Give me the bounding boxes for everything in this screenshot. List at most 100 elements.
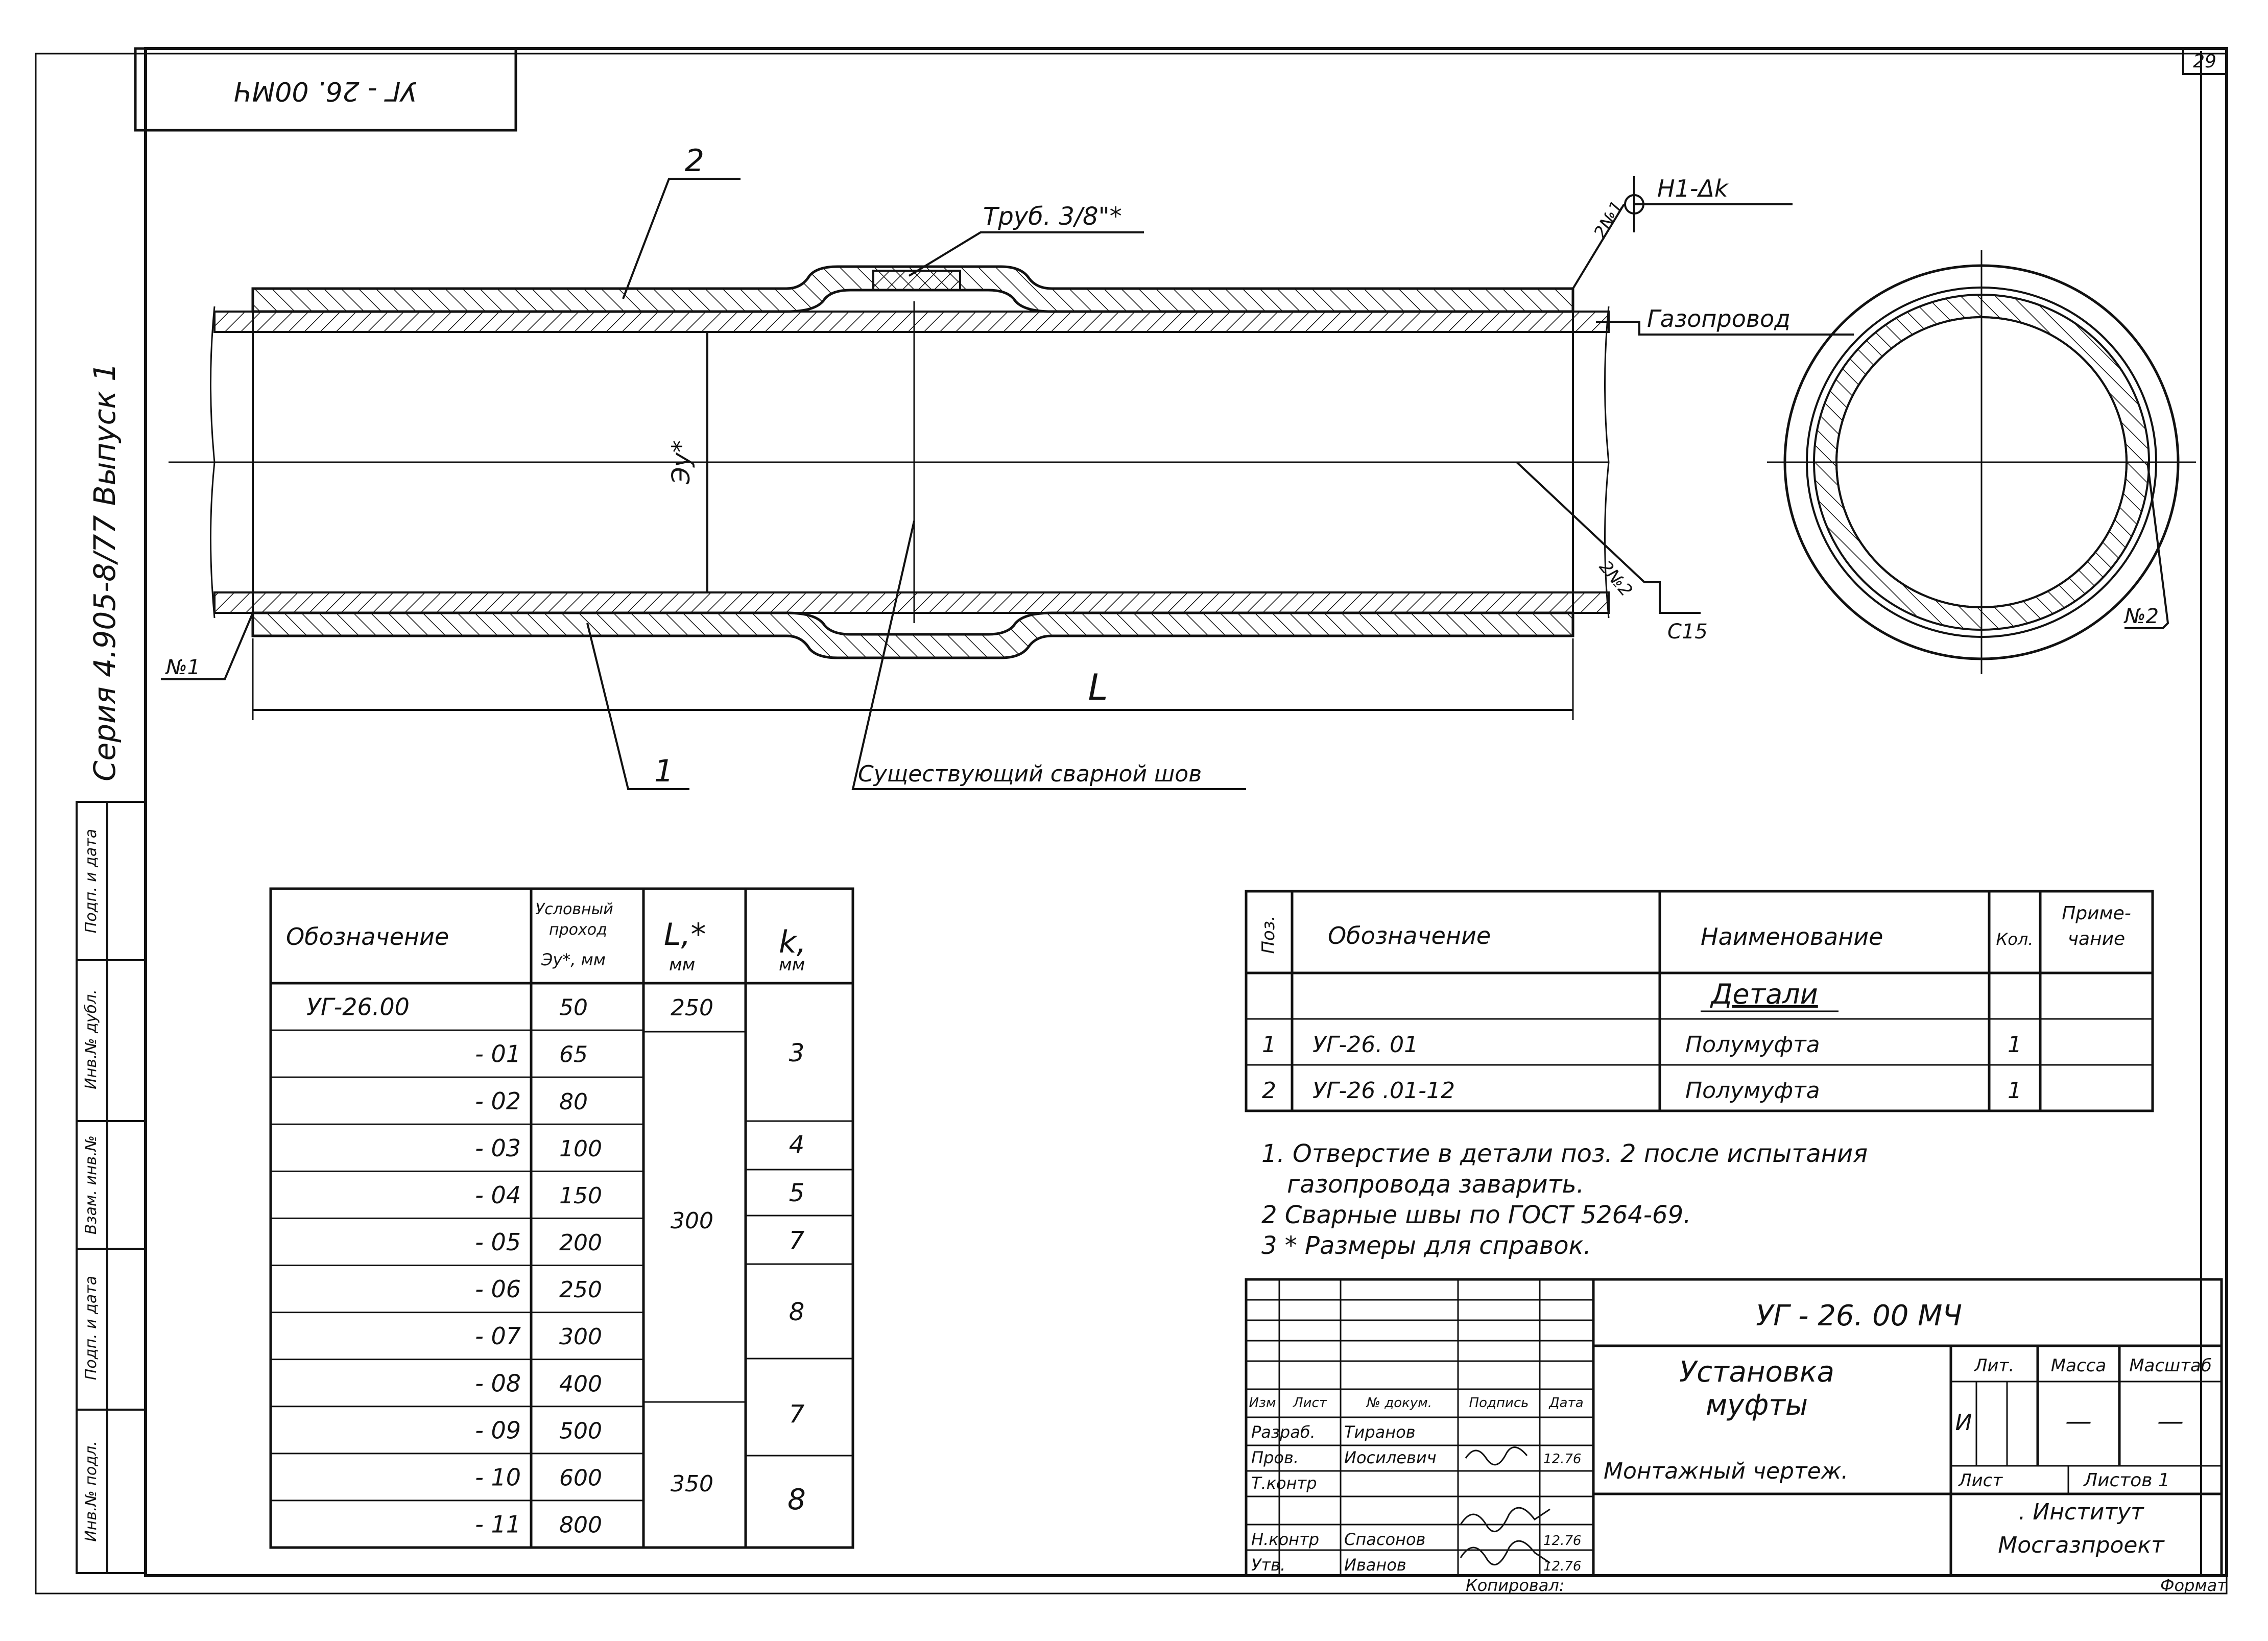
k-group-7: 8 xyxy=(787,1483,806,1516)
sizes-header-bore-3: Эу*, мм xyxy=(541,950,606,969)
title-block-role: Пров. xyxy=(1251,1448,1299,1467)
spec-header-pos: Поз. xyxy=(1258,915,1279,954)
section-mark-2: №2 xyxy=(2123,605,2159,628)
sizes-header-bore-2: проход xyxy=(549,921,607,939)
note-2: 2 Сварные швы по ГОСТ 5264-69. xyxy=(1261,1201,1691,1229)
note-3: 3 * Размеры для справок. xyxy=(1261,1231,1591,1260)
sizes-table xyxy=(269,887,854,1549)
title-block-role: Разраб. xyxy=(1251,1422,1316,1442)
sizes-row-designation: УГ-26.00 xyxy=(306,993,410,1021)
pos-label-1: 1 xyxy=(654,753,674,789)
sizes-header-bore-1: Условный xyxy=(535,900,613,918)
spec-header-note-2: чание xyxy=(2068,929,2125,949)
sheets-label: Листов 1 xyxy=(2083,1470,2170,1491)
L-group-3: 350 xyxy=(671,1471,713,1497)
spec-header-name: Наименование xyxy=(1701,923,1883,950)
sizes-row-designation: - 02 xyxy=(475,1087,521,1115)
page-number-box xyxy=(2182,47,2228,75)
sizes-row-bore: 100 xyxy=(559,1136,602,1162)
spec-header-note-1: Приме- xyxy=(2062,903,2131,924)
sizes-row-bore: 65 xyxy=(559,1042,588,1068)
scale-header: Масштаб xyxy=(2129,1355,2212,1376)
side-box-sign1: Подп. и дата xyxy=(82,1276,100,1380)
side-box-sign2: Подп. и дата xyxy=(82,829,100,933)
sizes-header-designation: Обозначение xyxy=(286,923,449,950)
title-line-1: Установка xyxy=(1679,1355,1834,1389)
length-label: L xyxy=(1088,667,1108,708)
sizes-row-designation: - 07 xyxy=(475,1322,521,1350)
sizes-row-designation: - 09 xyxy=(475,1416,521,1444)
sizes-row-bore: 500 xyxy=(559,1418,602,1444)
coupling-half-bottom xyxy=(251,611,1574,659)
fitting-tube xyxy=(872,270,961,291)
sizes-row-bore: 80 xyxy=(559,1089,588,1115)
spec-row1-qty: 1 xyxy=(2008,1032,2022,1058)
sizes-row-designation: - 06 xyxy=(475,1275,521,1303)
mass-value: — xyxy=(2065,1406,2092,1437)
diameter-label: Эу* xyxy=(667,440,696,485)
sizes-row-designation: - 01 xyxy=(475,1040,521,1068)
section-mark-1: №1 xyxy=(165,656,200,679)
pipe-wall-bottom xyxy=(213,591,1610,614)
title-block xyxy=(1245,1278,2223,1577)
spec-header-qty: Кол. xyxy=(1996,930,2034,949)
tb-col-izm: Изм xyxy=(1249,1395,1276,1411)
title-block-name: Иванов xyxy=(1344,1555,1406,1575)
sizes-row-designation: - 11 xyxy=(475,1511,521,1538)
top-stamp-code: УГ - 26. 00МЧ xyxy=(234,76,417,106)
footer-format: Формат xyxy=(2160,1576,2227,1595)
sizes-header-k: k, xyxy=(779,924,806,960)
sizes-row-designation: - 10 xyxy=(475,1463,521,1491)
cross-section xyxy=(1767,250,2196,674)
spec-row1-name: Полумуфта xyxy=(1685,1032,1820,1058)
sizes-row-bore: 250 xyxy=(559,1277,602,1303)
sizes-row-designation: - 05 xyxy=(475,1228,521,1256)
spec-row2-des: УГ-26 .01-12 xyxy=(1312,1078,1455,1104)
k-group-6: 7 xyxy=(789,1400,805,1429)
tb-col-date: Дата xyxy=(1548,1395,1583,1411)
title-block-date: 12.76 xyxy=(1543,1559,1581,1574)
side-stamp xyxy=(76,801,147,1574)
sizes-header-L: L,* xyxy=(664,917,706,953)
tb-col-sign: Подпись xyxy=(1469,1395,1529,1411)
leaders xyxy=(163,178,1854,790)
sizes-row-bore: 150 xyxy=(559,1183,602,1209)
sheet-frame xyxy=(35,47,2228,1595)
tb-col-doc: № докум. xyxy=(1366,1395,1432,1411)
spec-section-title: Детали xyxy=(1710,978,1818,1010)
spec-row2-pos: 2 xyxy=(1262,1078,1276,1104)
pipe-wall-top xyxy=(213,311,1610,333)
org-line-2: Мосгазпроект xyxy=(1998,1532,2165,1558)
L-group-1: 250 xyxy=(671,995,713,1021)
existing-weld-label: Существующий сварной шов xyxy=(858,761,1202,787)
sheet-label: Лист xyxy=(1957,1470,2003,1491)
title-block-role: Н.контр xyxy=(1251,1530,1319,1549)
org-line-1: . Институт xyxy=(2018,1499,2144,1525)
k-group-2: 4 xyxy=(789,1131,805,1159)
k-group-1: 3 xyxy=(789,1039,805,1067)
spec-table xyxy=(1245,890,2154,1112)
spec-row1-des: УГ-26. 01 xyxy=(1312,1032,1418,1058)
title-block-date: 12.76 xyxy=(1543,1452,1581,1467)
sizes-row-bore: 600 xyxy=(559,1465,602,1491)
weld-no1-label: 2№1 xyxy=(1590,197,1628,242)
spec-row1-pos: 1 xyxy=(1262,1032,1276,1058)
sizes-row-bore: 800 xyxy=(559,1512,602,1538)
lit-value: И xyxy=(1955,1410,1972,1436)
sizes-row-designation: - 04 xyxy=(475,1181,521,1209)
title-block-name: Спасонов xyxy=(1344,1530,1425,1549)
weld-mark-label: Н1-Δk xyxy=(1657,175,1729,202)
pos-label-2: 2 xyxy=(685,143,704,179)
side-box-dup: Инв.№ дубл. xyxy=(82,989,100,1089)
page-number: 29 xyxy=(2193,51,2216,72)
sizes-row-bore: 200 xyxy=(559,1230,602,1256)
sizes-row-bore: 50 xyxy=(559,995,588,1021)
spec-row2-name: Полумуфта xyxy=(1685,1078,1820,1104)
top-stamp: УГ - 26. 00МЧ xyxy=(134,47,517,132)
k-group-3: 5 xyxy=(789,1179,805,1207)
sizes-header-L-unit: мм xyxy=(669,955,695,975)
title-block-name: Тиранов xyxy=(1344,1422,1416,1442)
